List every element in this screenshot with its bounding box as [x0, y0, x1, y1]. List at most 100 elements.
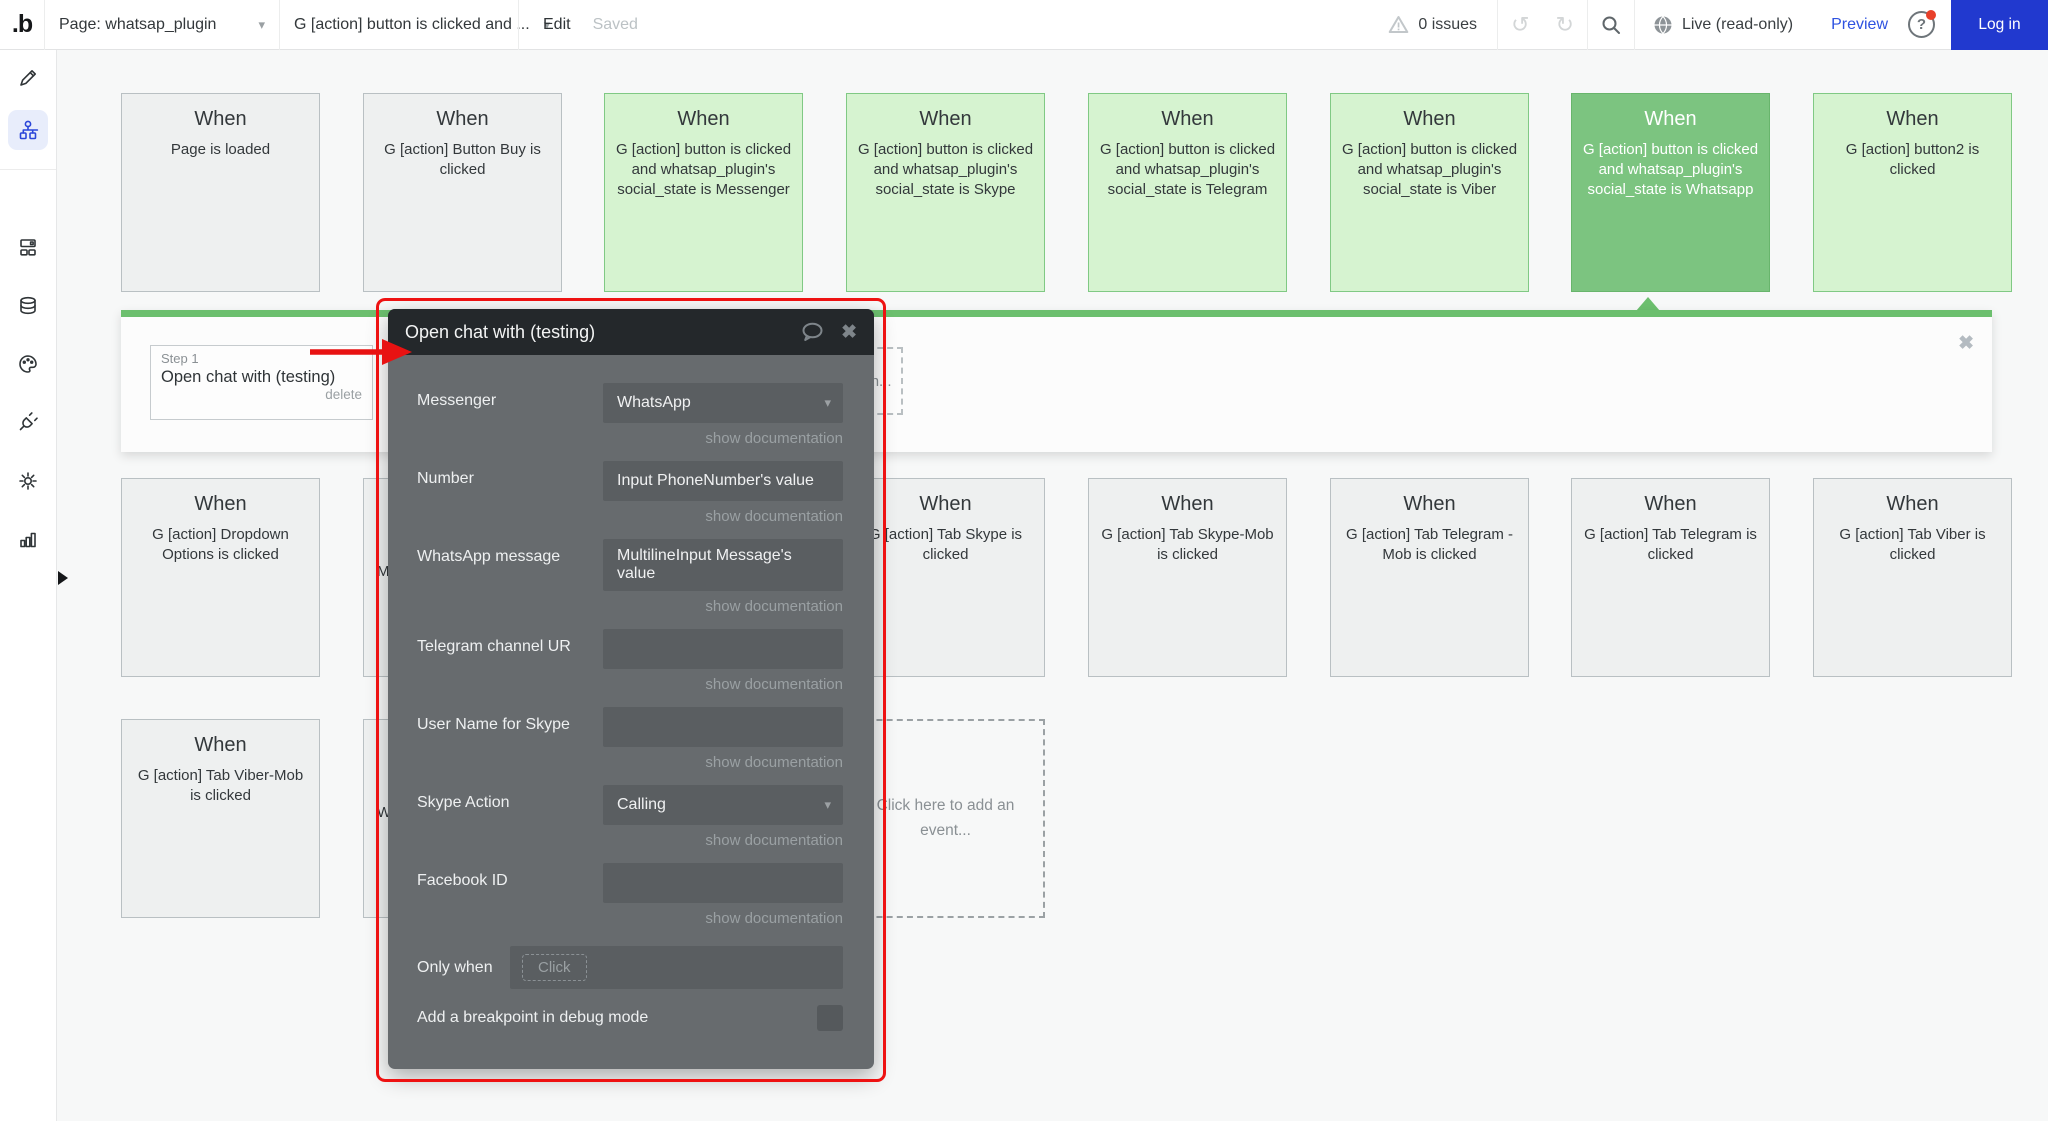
- event-card-title: When: [194, 734, 247, 756]
- panel-expand-handle[interactable]: [58, 571, 68, 585]
- workflow-selector-label: G [action] button is clicked and ...: [294, 15, 530, 33]
- modal-field-control[interactable]: ▾: [603, 863, 843, 903]
- only-when-input[interactable]: Click: [510, 946, 843, 989]
- preview-link[interactable]: Preview: [1831, 15, 1888, 33]
- palette-icon: [19, 355, 37, 373]
- modal-field-value: Input PhoneNumber's value: [617, 472, 814, 489]
- event-card[interactable]: When Page is loaded: [121, 93, 320, 292]
- warning-icon: [1389, 16, 1409, 33]
- sidebar-item-workflow[interactable]: [8, 110, 48, 150]
- bar-chart-icon: [20, 532, 36, 548]
- show-documentation-link[interactable]: show documentation: [705, 754, 843, 771]
- page-selector[interactable]: Page: whatsap_plugin ▾: [45, 0, 279, 50]
- sidebar-item-database[interactable]: [8, 286, 48, 326]
- step-number: Step 1: [161, 351, 199, 366]
- chevron-down-icon: ▾: [824, 797, 831, 812]
- event-card[interactable]: When G [action] Button Buy is clicked: [363, 93, 562, 292]
- event-card[interactable]: When G [action] Tab Telegram - Mob is cl…: [1330, 478, 1529, 677]
- event-card-text: G [action] Button Buy is clicked: [384, 141, 541, 178]
- show-documentation-link[interactable]: show documentation: [705, 430, 843, 447]
- event-card[interactable]: When G [action] button2 is clicked: [1813, 93, 2012, 292]
- sidebar-item-styles[interactable]: [8, 344, 48, 384]
- help-button[interactable]: ?: [1908, 10, 1936, 38]
- add-event-box[interactable]: Click here to add an event...: [846, 719, 1045, 918]
- sidebar-item-logs[interactable]: [8, 519, 48, 559]
- event-card[interactable]: When G [action] button is clicked and wh…: [604, 93, 803, 292]
- undo-button[interactable]: ↺: [1498, 0, 1542, 50]
- step-delete-link[interactable]: delete: [325, 387, 362, 402]
- event-card[interactable]: When G [action] button is clicked and wh…: [846, 93, 1045, 292]
- modal-field-row: Telegram channel UR ▾ show documentation: [417, 629, 843, 693]
- sidebar-item-plugins[interactable]: [8, 402, 48, 442]
- event-card[interactable]: When G [action] button is clicked and wh…: [1088, 93, 1287, 292]
- event-card[interactable]: When G [action] Tab Skype-Mob is clicked: [1088, 478, 1287, 677]
- comment-bubble-icon[interactable]: [800, 321, 825, 343]
- step-title: Open chat with (testing): [161, 368, 336, 386]
- breakpoint-checkbox[interactable]: [817, 1005, 843, 1031]
- close-icon[interactable]: ✖: [841, 321, 857, 343]
- modal-header[interactable]: Open chat with (testing) ✖: [388, 309, 874, 355]
- event-card-title: When: [1644, 108, 1697, 130]
- show-documentation-link[interactable]: show documentation: [705, 910, 843, 927]
- pencil-icon: [20, 70, 36, 86]
- step-panel-accent-bar: [121, 310, 1992, 317]
- event-card-text: Page is loaded: [170, 141, 271, 158]
- issues-count: 0 issues: [1418, 15, 1478, 33]
- event-card[interactable]: When G [action] Tab Viber-Mob is clicked: [121, 719, 320, 918]
- divider: [0, 169, 56, 170]
- undo-icon: ↺: [1511, 11, 1530, 37]
- step-card[interactable]: Step 1 Open chat with (testing) delete: [150, 345, 373, 420]
- modal-field-control[interactable]: ▾: [603, 629, 843, 669]
- search-button[interactable]: [1588, 0, 1634, 50]
- event-card-title: When: [677, 108, 730, 130]
- event-card-title: When: [919, 108, 972, 130]
- event-card-title: When: [1161, 493, 1214, 515]
- redo-button[interactable]: ↻: [1543, 0, 1587, 50]
- modal-field-label: User Name for Skype: [417, 716, 570, 733]
- event-card[interactable]: When G [action] Dropdown Options is clic…: [121, 478, 320, 677]
- event-card-text: G [action] Tab Skype-Mob is clicked: [1101, 526, 1274, 563]
- show-documentation-link[interactable]: show documentation: [705, 832, 843, 849]
- event-card-title: When: [194, 108, 247, 130]
- modal-field-row: User Name for Skype ▾ show documentation: [417, 707, 843, 771]
- sidebar-item-settings[interactable]: [8, 461, 48, 501]
- event-card-title: When: [1161, 108, 1214, 130]
- show-documentation-link[interactable]: show documentation: [705, 598, 843, 615]
- live-mode-indicator[interactable]: Live (read-only): [1635, 15, 1811, 35]
- live-mode-label: Live (read-only): [1681, 15, 1794, 33]
- modal-field-control[interactable]: MultilineInput Message's value ▾: [603, 539, 843, 591]
- edit-label[interactable]: Edit: [543, 15, 571, 33]
- modal-field-control[interactable]: Input PhoneNumber's value ▾: [603, 461, 843, 501]
- chevron-down-icon: ▾: [824, 395, 831, 410]
- modal-field-control[interactable]: WhatsApp ▾: [603, 383, 843, 423]
- show-documentation-link[interactable]: show documentation: [705, 676, 843, 693]
- event-card[interactable]: When G [action] button is clicked and wh…: [1571, 93, 1770, 292]
- breakpoint-label: Add a breakpoint in debug mode: [417, 1009, 649, 1026]
- modal-field-control[interactable]: Calling ▾: [603, 785, 843, 825]
- workflow-selector[interactable]: G [action] button is clicked and ... ▾: [280, 0, 550, 50]
- modal-field-label: Messenger: [417, 392, 497, 409]
- event-card-text: G [action] Tab Skype is clicked: [868, 526, 1023, 563]
- issues-indicator[interactable]: 0 issues: [1368, 15, 1497, 34]
- event-card[interactable]: When G [action] button is clicked and wh…: [1330, 93, 1529, 292]
- plug-icon: [19, 412, 38, 431]
- chevron-down-icon: ▾: [543, 16, 551, 32]
- only-when-click-chip[interactable]: Click: [522, 954, 587, 981]
- modal-field-row: Messenger WhatsApp ▾ show documentation: [417, 383, 843, 447]
- event-card[interactable]: When G [action] Tab Viber is clicked: [1813, 478, 2012, 677]
- sidebar-item-design[interactable]: [8, 58, 48, 98]
- event-card-text: G [action] button is clicked and whatsap…: [857, 141, 1034, 198]
- event-card[interactable]: When G [action] Tab Telegram is clicked: [1571, 478, 1770, 677]
- event-card-title: When: [1403, 493, 1456, 515]
- breakpoint-row: Add a breakpoint in debug mode: [417, 1005, 843, 1031]
- modal-field-label: Facebook ID: [417, 872, 508, 889]
- modal-field-value: WhatsApp: [617, 394, 691, 411]
- show-documentation-link[interactable]: show documentation: [705, 508, 843, 525]
- sidebar-item-elements[interactable]: [8, 227, 48, 267]
- login-button[interactable]: Log in: [1951, 0, 2048, 50]
- close-icon[interactable]: ✖: [1958, 333, 1974, 354]
- event-card-text: G [action] Tab Viber is clicked: [1839, 526, 1986, 563]
- event-card[interactable]: When G [action] Tab Skype is clicked: [846, 478, 1045, 677]
- modal-field-control[interactable]: ▾: [603, 707, 843, 747]
- left-sidebar: [0, 50, 57, 1121]
